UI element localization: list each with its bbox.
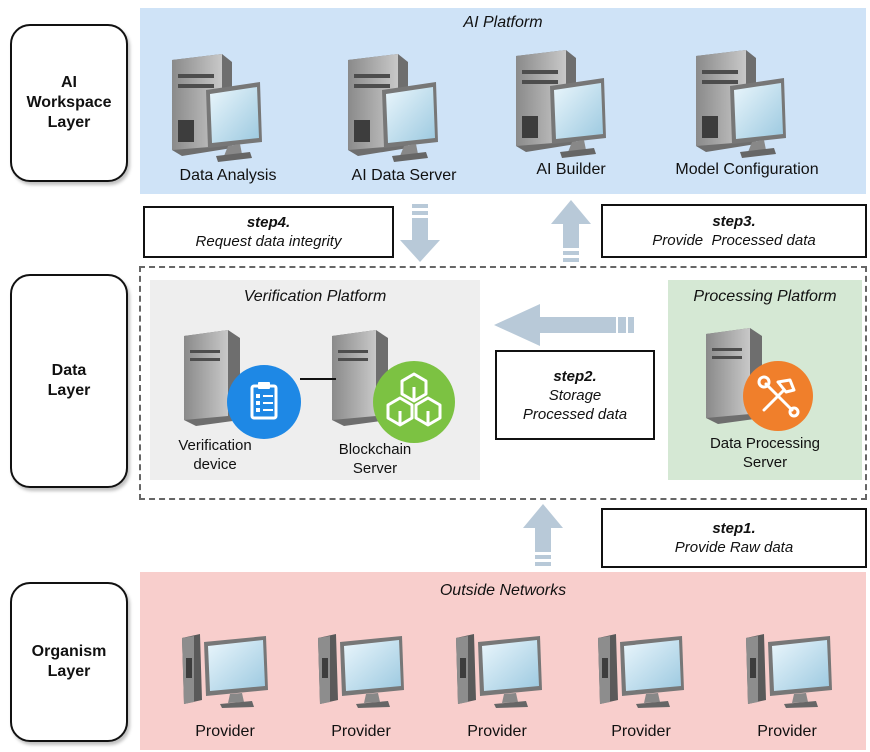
provider-2-label: Provider [331,723,391,740]
data-layer-container [139,266,867,500]
ai-platform-panel: AI Platform Data Analysis AI Data Server… [140,8,866,194]
provider-5-label: Provider [757,723,817,740]
step1-text: Provide Raw data [674,539,794,556]
outside-networks-panel: Outside Networks Provider Provider Provi… [140,572,866,750]
layer-ai-workspace-line3: Layer [47,114,91,131]
layer-data-line1: Data [51,362,87,379]
verification-platform-title: Verification Platform [243,288,387,305]
data-processing-server-label-line1: Data Processing [709,435,821,452]
layer-ai-workspace-line1: AI [60,74,77,91]
step3-title: step3. [712,213,756,230]
step2-title: step2. [553,367,597,385]
layer-ai-workspace: AI Workspace Layer [10,24,128,182]
ai-node-label-model-configuration: Model Configuration [675,161,819,178]
step4-box: step4. Request data integrity [143,206,394,258]
ai-builder-workstation-icon [508,48,608,158]
ai-node-label-ai-data-server: AI Data Server [351,167,457,184]
data-processing-server-label: Data Processing Server [668,434,862,472]
step3-box: step3. Provide Processed data [601,204,867,258]
step2-box: step2. Storage Processed data [495,350,655,440]
step2-left-arrow-icon [494,304,634,346]
ai-platform-title: AI Platform [463,14,543,31]
verification-platform-panel: Verification Platform Verification devic… [150,280,480,480]
step2-line1: Storage [548,386,602,404]
connection-line [300,378,336,380]
provider-3-computer-icon [454,628,544,708]
provider-5-computer-icon [744,628,834,708]
provider-3-label: Provider [467,723,527,740]
step3-up-arrow-icon [551,200,591,262]
layer-ai-workspace-line2: Workspace [26,94,112,111]
provider-2-computer-icon [316,628,406,708]
blockchain-server-label-line1: Blockchain [338,441,412,458]
verification-device-label-line1: Verification [178,437,252,454]
layer-data-line2: Layer [47,382,91,399]
step4-text: Request data integrity [195,233,342,250]
provider-1-label: Provider [195,723,255,740]
provider-1-computer-icon [180,628,270,708]
provider-4-computer-icon [596,628,686,708]
step1-title: step1. [712,520,756,537]
step3-text: Provide Processed data [652,232,816,249]
clipboard-icon [227,365,301,439]
step2-line2: Processed data [522,405,628,423]
outside-networks-title: Outside Networks [439,582,567,599]
blockchain-server-label: Blockchain Server [310,440,440,478]
verification-device-label: Verification device [150,436,280,474]
blockchain-cubes-icon [373,361,455,443]
step1-up-arrow-icon [523,504,563,566]
step1-box: step1. Provide Raw data [601,508,867,568]
model-configuration-workstation-icon [688,48,788,158]
processing-platform-title: Processing Platform [693,288,837,305]
data-analysis-workstation-icon [164,52,264,162]
layer-data: Data Layer [10,274,128,488]
processing-platform-panel: Processing Platform Data Processing Serv… [668,280,862,480]
step4-title: step4. [246,214,291,231]
ai-node-label-data-analysis: Data Analysis [179,167,277,184]
ai-data-server-workstation-icon [340,52,440,162]
data-processing-server-label-line2: Server [742,454,788,471]
blockchain-server-label-line2: Server [352,460,398,477]
ai-node-label-ai-builder: AI Builder [536,161,606,178]
verification-device-label-line2: device [193,456,237,473]
step4-down-arrow-icon [400,204,440,262]
layer-organism-line1: Organism [31,643,107,660]
layer-organism-line2: Layer [47,663,91,680]
provider-4-label: Provider [611,723,671,740]
layer-organism: Organism Layer [10,582,128,742]
hammer-wrench-icon [743,361,813,431]
